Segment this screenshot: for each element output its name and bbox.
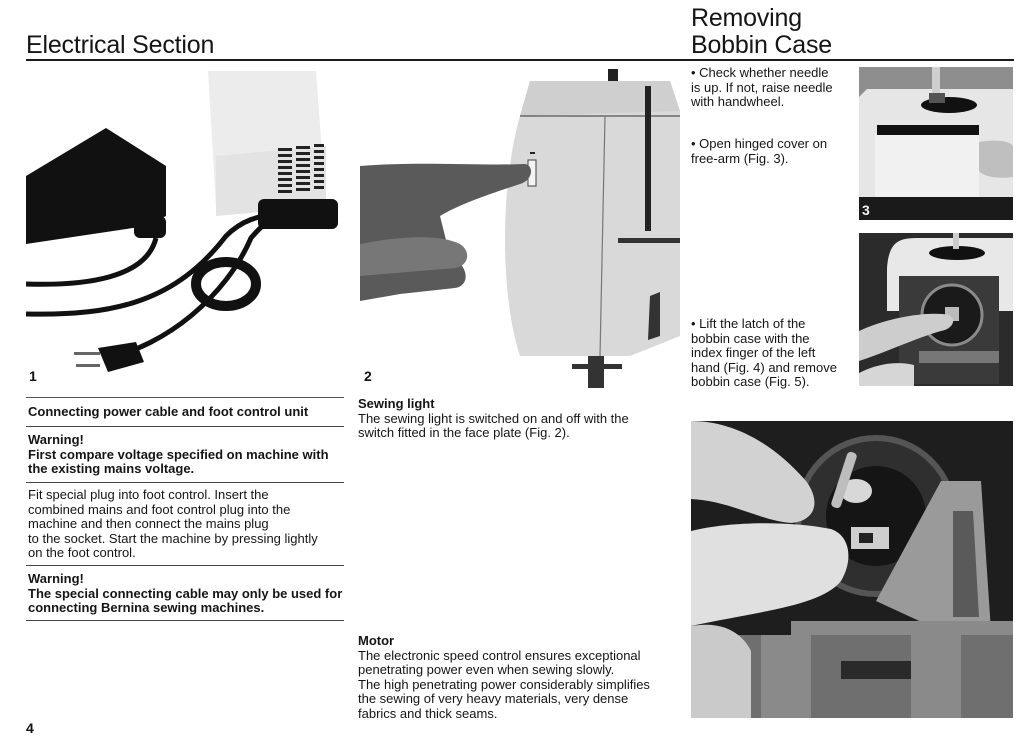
sewing-light-line: The sewing light is switched on and off … [358,410,629,426]
page-number: 4 [26,720,34,736]
rule [26,397,344,398]
rule [26,482,344,483]
warning-1-line2: the existing mains voltage. [28,461,195,476]
figure-2-number: 2 [364,368,372,384]
foot-control-illustration [26,66,348,388]
motor-title: Motor [358,633,395,648]
figure-3: 3 [859,67,1013,220]
instruction-line: to the socket. Start the machine by pres… [28,530,318,546]
motor-line: penetrating power even when sewing slowl… [358,662,615,677]
bobbin-removal-illustration [691,421,1013,718]
step-line: with handwheel. [691,94,785,109]
step-line: is up. If not, raise needle [691,79,833,95]
section-heading-electrical: Electrical Section [26,31,215,59]
figure-5 [691,421,1013,718]
sewing-light-section: Sewing light The sewing light is switche… [358,396,688,441]
heading-rule [26,59,1014,61]
motor-line: the sewing of very heavy materials, very… [358,691,629,706]
warning-1-line1: First compare voltage specified on machi… [28,446,329,462]
step-line: • Open hinged cover on [691,136,828,151]
instruction-line: machine and then connect the mains plug [28,516,269,531]
motor-section: Motor The electronic speed control ensur… [358,633,688,721]
rule [26,565,344,566]
rule [26,426,344,427]
section-heading-bobbin-line1: Removing [691,4,802,32]
hinged-cover-illustration [859,67,1013,220]
step-line: bobbin case with the [691,330,810,346]
step-line: bobbin case (Fig. 5). [691,374,810,389]
motor-line: fabrics and thick seams. [358,705,498,721]
figure-1-number: 1 [29,368,37,384]
bobbin-step-1: • Check whether needle is up. If not, ra… [691,65,851,110]
warning-1-label: Warning! [28,432,84,447]
connecting-instructions: Fit special plug into foot control. Inse… [28,487,348,561]
section-heading-bobbin-line2: Bobbin Case [691,31,832,59]
warning-1: Warning! First compare voltage specified… [28,432,348,477]
figure-1: 1 [26,66,348,388]
sewing-light-illustration [360,66,682,388]
step-line: hand (Fig. 4) and remove [691,359,837,375]
step-line: • Check whether needle [691,65,829,80]
step-line: • Lift the latch of the [691,316,806,331]
instruction-line: Fit special plug into foot control. Inse… [28,487,269,502]
step-line: free-arm (Fig. 3). [691,150,789,166]
warning-2: Warning! The special connecting cable ma… [28,571,348,616]
bobbin-latch-illustration [859,233,1013,386]
instruction-line: combined mains and foot control plug int… [28,501,291,517]
figure-2: 2 [360,66,682,388]
bobbin-step-2: • Open hinged cover on free-arm (Fig. 3)… [691,136,851,166]
connecting-power-title: Connecting power cable and foot control … [28,404,309,419]
motor-line: The electronic speed control ensures exc… [358,647,641,663]
warning-2-line1: The special connecting cable may only be… [28,585,343,601]
sewing-light-line: switch fitted in the face plate (Fig. 2)… [358,425,570,440]
figure-3-number: 3 [862,202,870,218]
bobbin-step-3: • Lift the latch of the bobbin case with… [691,316,856,390]
warning-2-line2: connecting Bernina sewing machines. [28,600,265,615]
sewing-light-title: Sewing light [358,396,435,411]
figure-4 [859,233,1013,386]
motor-line: The high penetrating power considerably … [358,676,650,692]
warning-2-label: Warning! [28,571,84,586]
instruction-line: on the foot control. [28,545,136,560]
step-line: index finger of the left [691,345,816,360]
rule [26,620,344,621]
